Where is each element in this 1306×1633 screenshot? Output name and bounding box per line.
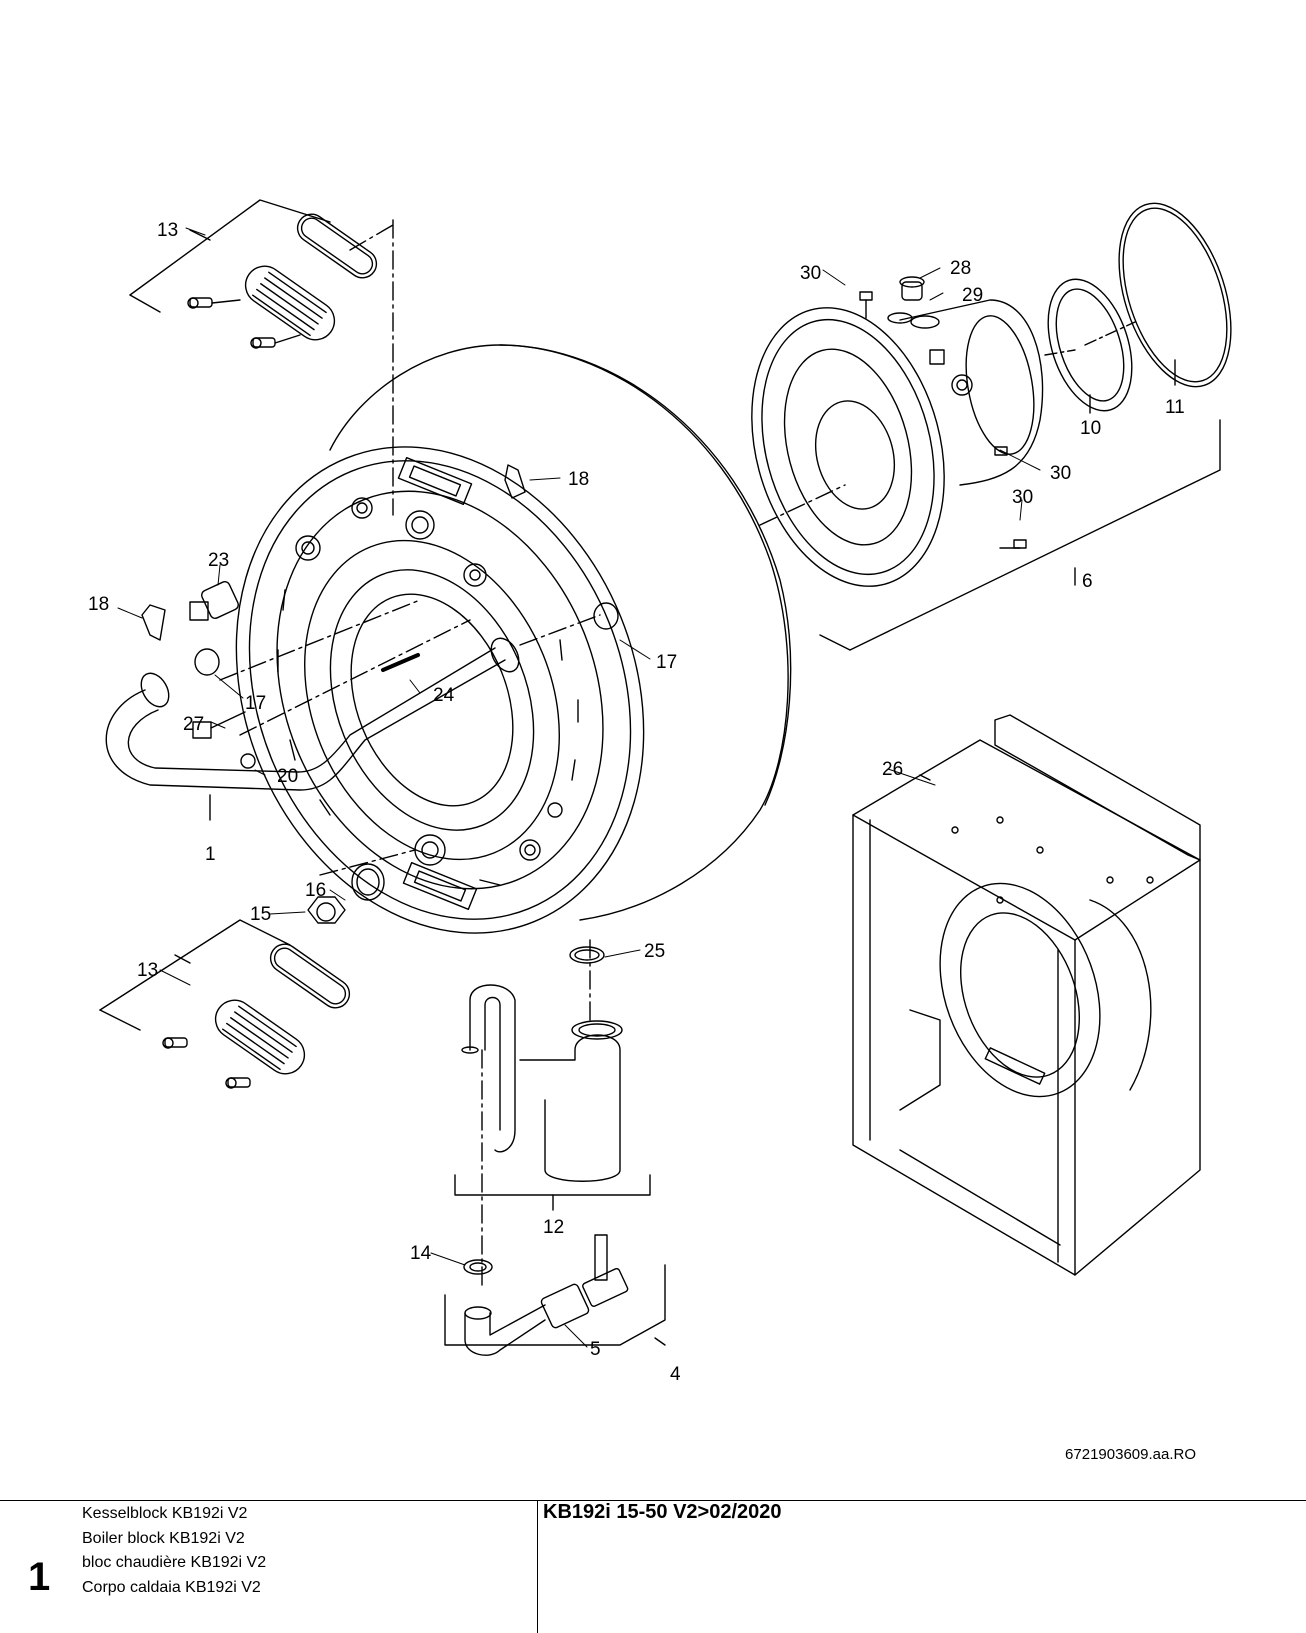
callout-label: 24 — [433, 685, 455, 706]
sensors-and-clips — [141, 464, 619, 876]
model-designation: KB192i 15-50 V2>02/2020 — [543, 1501, 782, 1523]
part-group-titles: Kesselblock KB192i V2 Boiler block KB192… — [82, 1502, 266, 1600]
boiler-drum — [235, 344, 792, 934]
callout-label: 13 — [157, 220, 178, 241]
callout-label: 27 — [183, 714, 204, 735]
callout-label: 17 — [656, 652, 677, 673]
part-26-frame-assembly — [852, 714, 1201, 1276]
callout-label: 28 — [950, 258, 971, 279]
callout-label: 29 — [962, 285, 983, 306]
leader-lines — [117, 227, 1041, 1348]
callout-label: 20 — [277, 766, 298, 787]
title-english: Boiler block KB192i V2 — [82, 1529, 245, 1547]
burner-door-hardware — [859, 276, 1027, 549]
part-1-pipe — [105, 637, 520, 821]
title-italian: Corpo caldaia KB192i V2 — [82, 1578, 261, 1596]
plug-and-seal-15-16 — [307, 863, 385, 924]
callout-label: 1 — [205, 844, 216, 865]
callout-label: 26 — [882, 759, 903, 780]
callout-label: 6 — [1082, 571, 1093, 592]
footer-divider — [0, 1500, 1306, 1501]
title-french: bloc chaudière KB192i V2 — [82, 1554, 267, 1571]
part-6-burner-door — [751, 299, 1221, 651]
callout-label: 23 — [208, 550, 229, 571]
callout-label: 5 — [590, 1339, 601, 1360]
callout-label: 14 — [410, 1243, 432, 1264]
part-13-bottom-cover-assembly — [99, 919, 351, 1089]
drawing-reference: 6721903609.aa.RO — [1065, 1446, 1196, 1463]
part-12-siphon — [454, 939, 651, 1291]
callout-labels: 13 30 28 29 11 10 18 30 23 18 17 30 24 1… — [88, 220, 1185, 1385]
callout-label: 30 — [1050, 463, 1071, 484]
callout-label: 11 — [1165, 397, 1185, 418]
page-number: 1 — [28, 1555, 51, 1599]
exploded-parts-diagram: 13 30 28 29 11 10 18 30 23 18 17 30 24 1… — [88, 199, 1232, 1385]
callout-label: 10 — [1080, 418, 1101, 439]
callout-label: 4 — [670, 1364, 681, 1385]
callout-label: 18 — [88, 594, 109, 615]
callout-label: 17 — [245, 693, 266, 714]
title-german: Kesselblock KB192i V2 — [82, 1505, 248, 1522]
callout-label: 12 — [543, 1217, 564, 1238]
drain-fitting-4-5-14 — [444, 1234, 666, 1356]
callout-label: 16 — [305, 880, 326, 901]
callout-label: 30 — [1012, 487, 1033, 508]
callout-label: 13 — [137, 960, 158, 981]
callout-label: 18 — [568, 469, 589, 490]
footer-column-divider — [537, 1500, 538, 1633]
callout-label: 25 — [644, 941, 665, 962]
callout-label: 15 — [250, 904, 271, 925]
seal-rings-10-11 — [1044, 202, 1232, 414]
part-13-top-cover-assembly — [129, 199, 378, 349]
callout-label: 30 — [800, 263, 821, 284]
